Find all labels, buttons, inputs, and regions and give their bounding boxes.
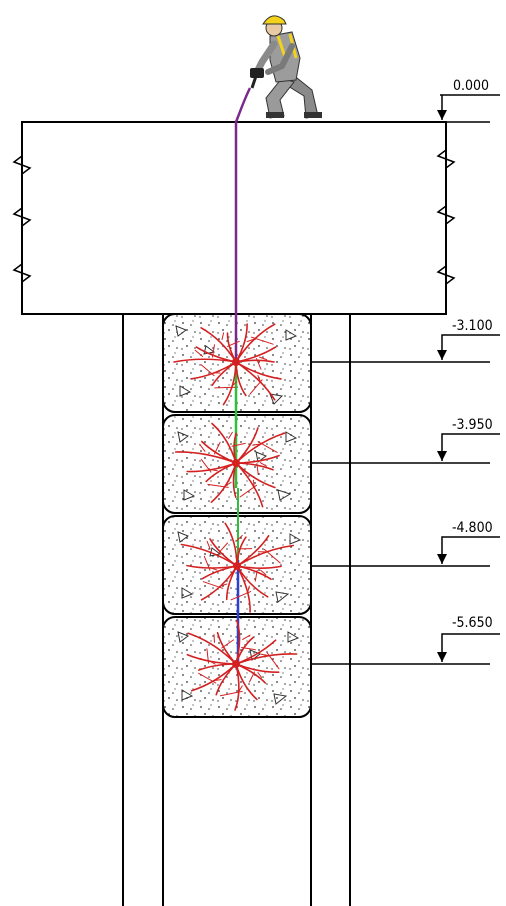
fracture-vein [190,361,237,380]
stage-level-label-2: -3.950 [452,417,493,433]
fracture-branch [206,540,211,550]
fracture-branch [200,364,215,377]
fracture-branch [202,581,224,589]
fracture-branch [194,349,204,357]
worker-figure [250,15,332,120]
fracture-branch [213,634,215,643]
fracture-branch [230,591,252,601]
fracture-branch [236,535,243,542]
fracture-branch [241,647,256,651]
fracture-branch [218,542,228,554]
fracture-vein [235,432,286,464]
fracture-vein [235,462,264,508]
pile-walls [122,314,351,906]
stage-level-label-3: -4.800 [452,520,493,536]
fracture-branch [242,634,251,640]
fracture-branch [221,639,234,649]
fracture-branch [249,379,263,395]
fracture-branch [249,671,255,683]
fracture-branch [260,569,267,576]
fracture-branch [198,672,217,684]
fracture-vein [210,462,237,503]
fracture-branch [206,648,209,664]
fracture-vein [190,663,237,692]
fracture-branch [212,344,215,358]
fracture-branch [219,690,243,697]
injection-point-3 [233,562,241,570]
fracture-vein [186,462,237,473]
fracture-branch [263,548,281,564]
fracture-branch [251,336,274,345]
fracture-branch [200,458,212,473]
surface-level-marker: 0.000 [437,78,500,120]
stage-level-marker-4: -5.650 [311,615,500,665]
fracture-branch [256,358,262,370]
stage-level-markers: -3.100 -3.950 -4.800 -5.650 [311,318,500,665]
fracture-vein [200,565,238,601]
hard-hat-icon [262,15,287,25]
fracture-branch [203,555,211,571]
fracture-branch [221,332,225,341]
fracture-branch [239,484,257,498]
injection-points [232,358,241,668]
fracture-branch [257,441,278,453]
fracture-branch [254,569,258,582]
fracture-vein [236,544,294,567]
fracture-branch [228,431,233,439]
break-marks [12,149,456,285]
fracture-branch [259,462,267,467]
fracture-vein [186,564,238,569]
surface-level-label: 0.000 [453,78,489,94]
fracture-branch [266,652,280,670]
stage-level-label-4: -5.650 [452,615,493,631]
fracture-vein [222,361,237,406]
fracture-branch [214,441,221,455]
fracture-branch [207,483,229,488]
stage-level-marker-1: -3.100 [311,318,500,363]
fracture-branch [231,442,246,447]
stage-level-marker-2: -3.950 [311,417,500,464]
fracture-branch [214,386,236,389]
fracture-vein [186,653,237,665]
fracture-branch [256,463,259,475]
fracture-vein [236,565,251,613]
fracture-branch [199,443,206,452]
injection-point-2 [232,459,240,467]
fracture-vein [235,361,276,401]
fracture-vein [235,323,276,363]
fracture-vein [235,653,298,665]
stage-level-marker-3: -4.800 [311,520,500,567]
injection-point-4 [232,660,240,668]
fracture-branch [259,356,268,361]
ground-slab [21,121,447,315]
fracture-branch [257,672,263,678]
fracture-vein [234,663,240,711]
stage-level-label-1: -3.100 [452,318,493,334]
fracture-branch [226,340,240,347]
injection-point-1 [232,358,240,366]
